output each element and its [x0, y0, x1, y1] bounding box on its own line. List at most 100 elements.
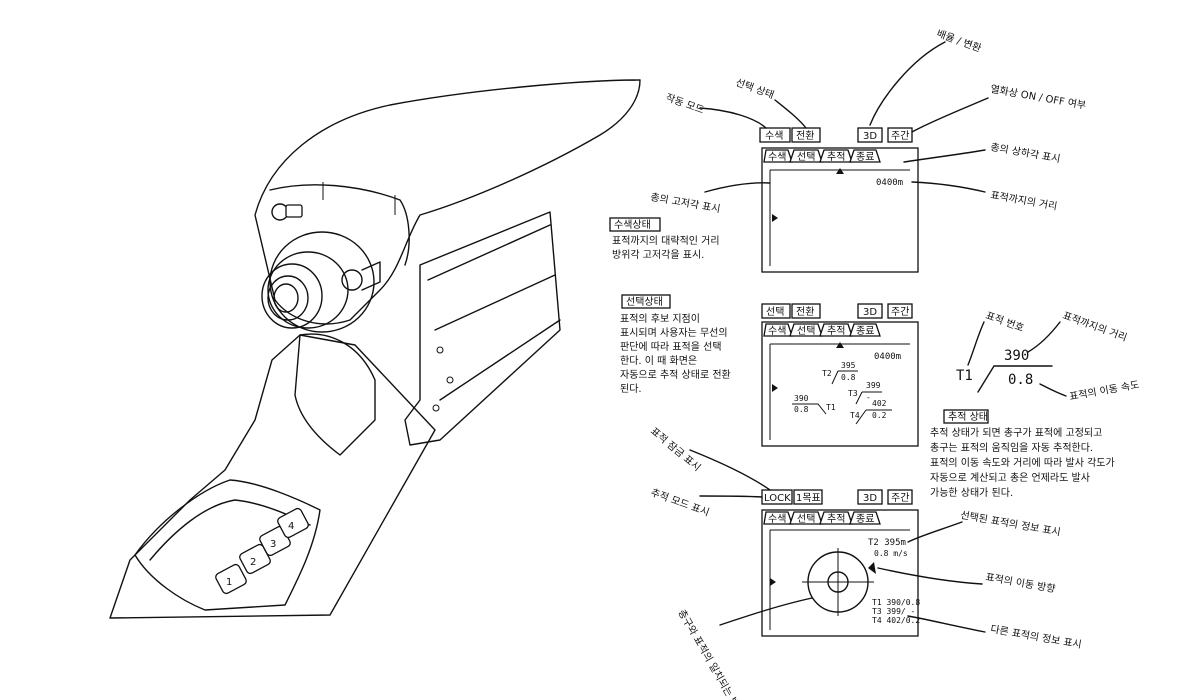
button-label-1: 1: [226, 577, 232, 588]
track-desc-line-4: 자동으로 계산되고 총은 언제라도 발사: [930, 472, 1090, 484]
s3-tab-end[interactable]: [849, 511, 881, 525]
target-t1[interactable]: 390 0.8 T1: [792, 394, 836, 415]
search-desc-line-1: 표적까지의 대략적인 거리: [612, 235, 720, 247]
tab-track[interactable]: [819, 149, 853, 163]
s3-tab-search[interactable]: [763, 511, 793, 525]
target-t4[interactable]: T4 402 0.2: [850, 399, 892, 425]
t2-id: T2: [822, 369, 832, 378]
search-desc-title-box: [609, 217, 661, 232]
zoom-button[interactable]: [857, 127, 883, 143]
screen-select: 선택 전환 3D 주간 수색 선택 추적 종료 0400m T2 395: [761, 303, 919, 447]
tracking-description: 추적 상태 추적 상태가 되면 총구가 표적에 고정되고 총구는 표적의 움직임…: [930, 409, 1115, 499]
select-desc-line-3: 판단에 따라 표적을 선택: [620, 341, 722, 353]
select-mode-button[interactable]: [761, 303, 791, 319]
screen2-frame: [761, 321, 919, 447]
lock-button-label: LOCK: [764, 493, 791, 504]
tab-select[interactable]: [789, 149, 823, 163]
callout-lock: 표적 잠금 표시: [648, 425, 703, 474]
screen1-frame: [761, 147, 919, 273]
distance-readout: 0400m: [876, 178, 903, 188]
thermal-button-label: 주간: [891, 130, 909, 142]
button-label-4: 4: [288, 521, 294, 532]
s2-tab-end-label: 종료: [856, 325, 874, 337]
callout-horizontal: 총의 상하각 표시: [989, 140, 1061, 165]
camera-lens: [261, 231, 375, 333]
track-desc-title-box: [943, 409, 989, 424]
thermal-button[interactable]: [887, 127, 913, 143]
s2-tab-select-label: 선택: [797, 325, 815, 337]
button-label-2: 2: [250, 557, 256, 568]
tab-end[interactable]: [849, 149, 881, 163]
mode-button[interactable]: [759, 127, 791, 143]
tab-search-label: 수색: [768, 151, 786, 163]
screen-search: 수색 전환 3D 주간 수색 선택 추적 종료 0400m: [759, 127, 919, 273]
target-candidates: T2 395 0.8 T3 399 - 390 0.8 T1 T4 402 0.…: [792, 361, 892, 425]
zoom-button-label: 3D: [863, 131, 877, 142]
t3-speed: -: [866, 393, 871, 402]
tab-search[interactable]: [763, 149, 793, 163]
track-mode-button[interactable]: [793, 489, 823, 505]
select-switch-button[interactable]: [791, 303, 821, 319]
s2-tab-track-label: 추적: [827, 325, 845, 337]
screen-track: LOCK 1목표 3D 주간 수색 선택 추적 종료: [761, 489, 920, 637]
callout-zoom: 배율 / 변환: [935, 28, 983, 55]
select-desc-title-box: [621, 294, 671, 309]
s2-tab-search-label: 수색: [768, 325, 786, 337]
track-zoom-button[interactable]: [857, 489, 883, 505]
legend-callout-speed: 표적의 이동 속도: [1068, 379, 1140, 403]
tab-end-label: 종료: [856, 151, 874, 163]
t3-dist: 399: [866, 381, 881, 390]
select-desc-line-4: 한다. 이 때 화면은: [620, 355, 697, 367]
select-zoom-button[interactable]: [857, 303, 883, 319]
select-desc-line-5: 자동으로 추적 상태로 전환: [620, 369, 731, 381]
legend-target-speed: 0.8: [1008, 372, 1033, 388]
callout-select-status: 선택 상태: [734, 77, 776, 102]
s3-tab-select[interactable]: [789, 511, 823, 525]
t3-id: T3: [848, 389, 858, 398]
screen3-frame: [761, 509, 919, 637]
s3-tab-track[interactable]: [819, 511, 853, 525]
s2-distance-readout: 0400m: [874, 352, 901, 362]
control-button-4: [277, 507, 309, 539]
switch-icon: [285, 204, 303, 218]
legend-target-dist: 390: [1004, 348, 1029, 364]
track-thermal-button[interactable]: [887, 489, 913, 505]
s3-tab-select-label: 선택: [797, 513, 815, 525]
other-target-t4: T4 402/0.2: [872, 616, 920, 625]
direction-arrow-icon: [868, 562, 876, 574]
s3-elevation-marker-icon: [770, 578, 776, 586]
select-description: 선택상태 표적의 후보 지점이 표시되며 사용자는 무선의 판단에 따라 표적을…: [620, 294, 731, 395]
t1-id: T1: [826, 403, 836, 412]
track-desc-line-3: 표적의 이동 속도와 거리에 따라 발사 각도가: [930, 457, 1115, 469]
s2-tab-select[interactable]: [789, 323, 823, 337]
callout-selected: 선택된 표적의 정보 표시: [959, 509, 1061, 538]
select-mode-label: 선택: [766, 306, 784, 318]
search-description: 수색상태 표적까지의 대략적인 거리 방위각 고저각을 표시.: [609, 217, 720, 261]
target-t2[interactable]: T2 395 0.8: [822, 361, 858, 385]
t1-speed: 0.8: [794, 405, 809, 414]
t4-dist: 402: [872, 399, 887, 408]
s2-tab-end[interactable]: [849, 323, 881, 337]
legend-callout-dist: 표적까지의 거리: [1061, 310, 1129, 344]
track-desc-line-2: 총구는 표적의 움직임을 자동 추적한다.: [930, 441, 1093, 454]
button-label-3: 3: [270, 539, 276, 550]
s3-tab-search-label: 수색: [768, 513, 786, 525]
callout-thermal: 열화상 ON / OFF 여부: [989, 83, 1086, 112]
s2-tab-search[interactable]: [763, 323, 793, 337]
target-t3[interactable]: T3 399 -: [848, 381, 882, 405]
track-desc-line-5: 가능한 상태가 된다.: [930, 487, 1013, 499]
s2-tab-track[interactable]: [819, 323, 853, 337]
s3-tab-end-label: 종료: [856, 513, 874, 525]
screen1-toolbar: 수색 전환 3D 주간: [759, 127, 913, 143]
track-desc-line-1: 추적 상태가 되면 총구가 표적에 고정되고: [930, 427, 1102, 439]
s2-azimuth-marker-icon: [836, 342, 844, 348]
azimuth-marker-icon: [836, 168, 844, 174]
selected-target-speed: 0.8 m/s: [874, 549, 908, 558]
selected-target-readout: T2 395m: [868, 538, 906, 548]
t2-dist: 395: [841, 361, 856, 370]
t2-speed: 0.8: [841, 373, 856, 382]
reticle-icon: [802, 548, 874, 616]
select-thermal-button[interactable]: [887, 303, 913, 319]
track-mode-label: 1목표: [796, 492, 821, 504]
select-switch-label: 전환: [796, 306, 814, 318]
